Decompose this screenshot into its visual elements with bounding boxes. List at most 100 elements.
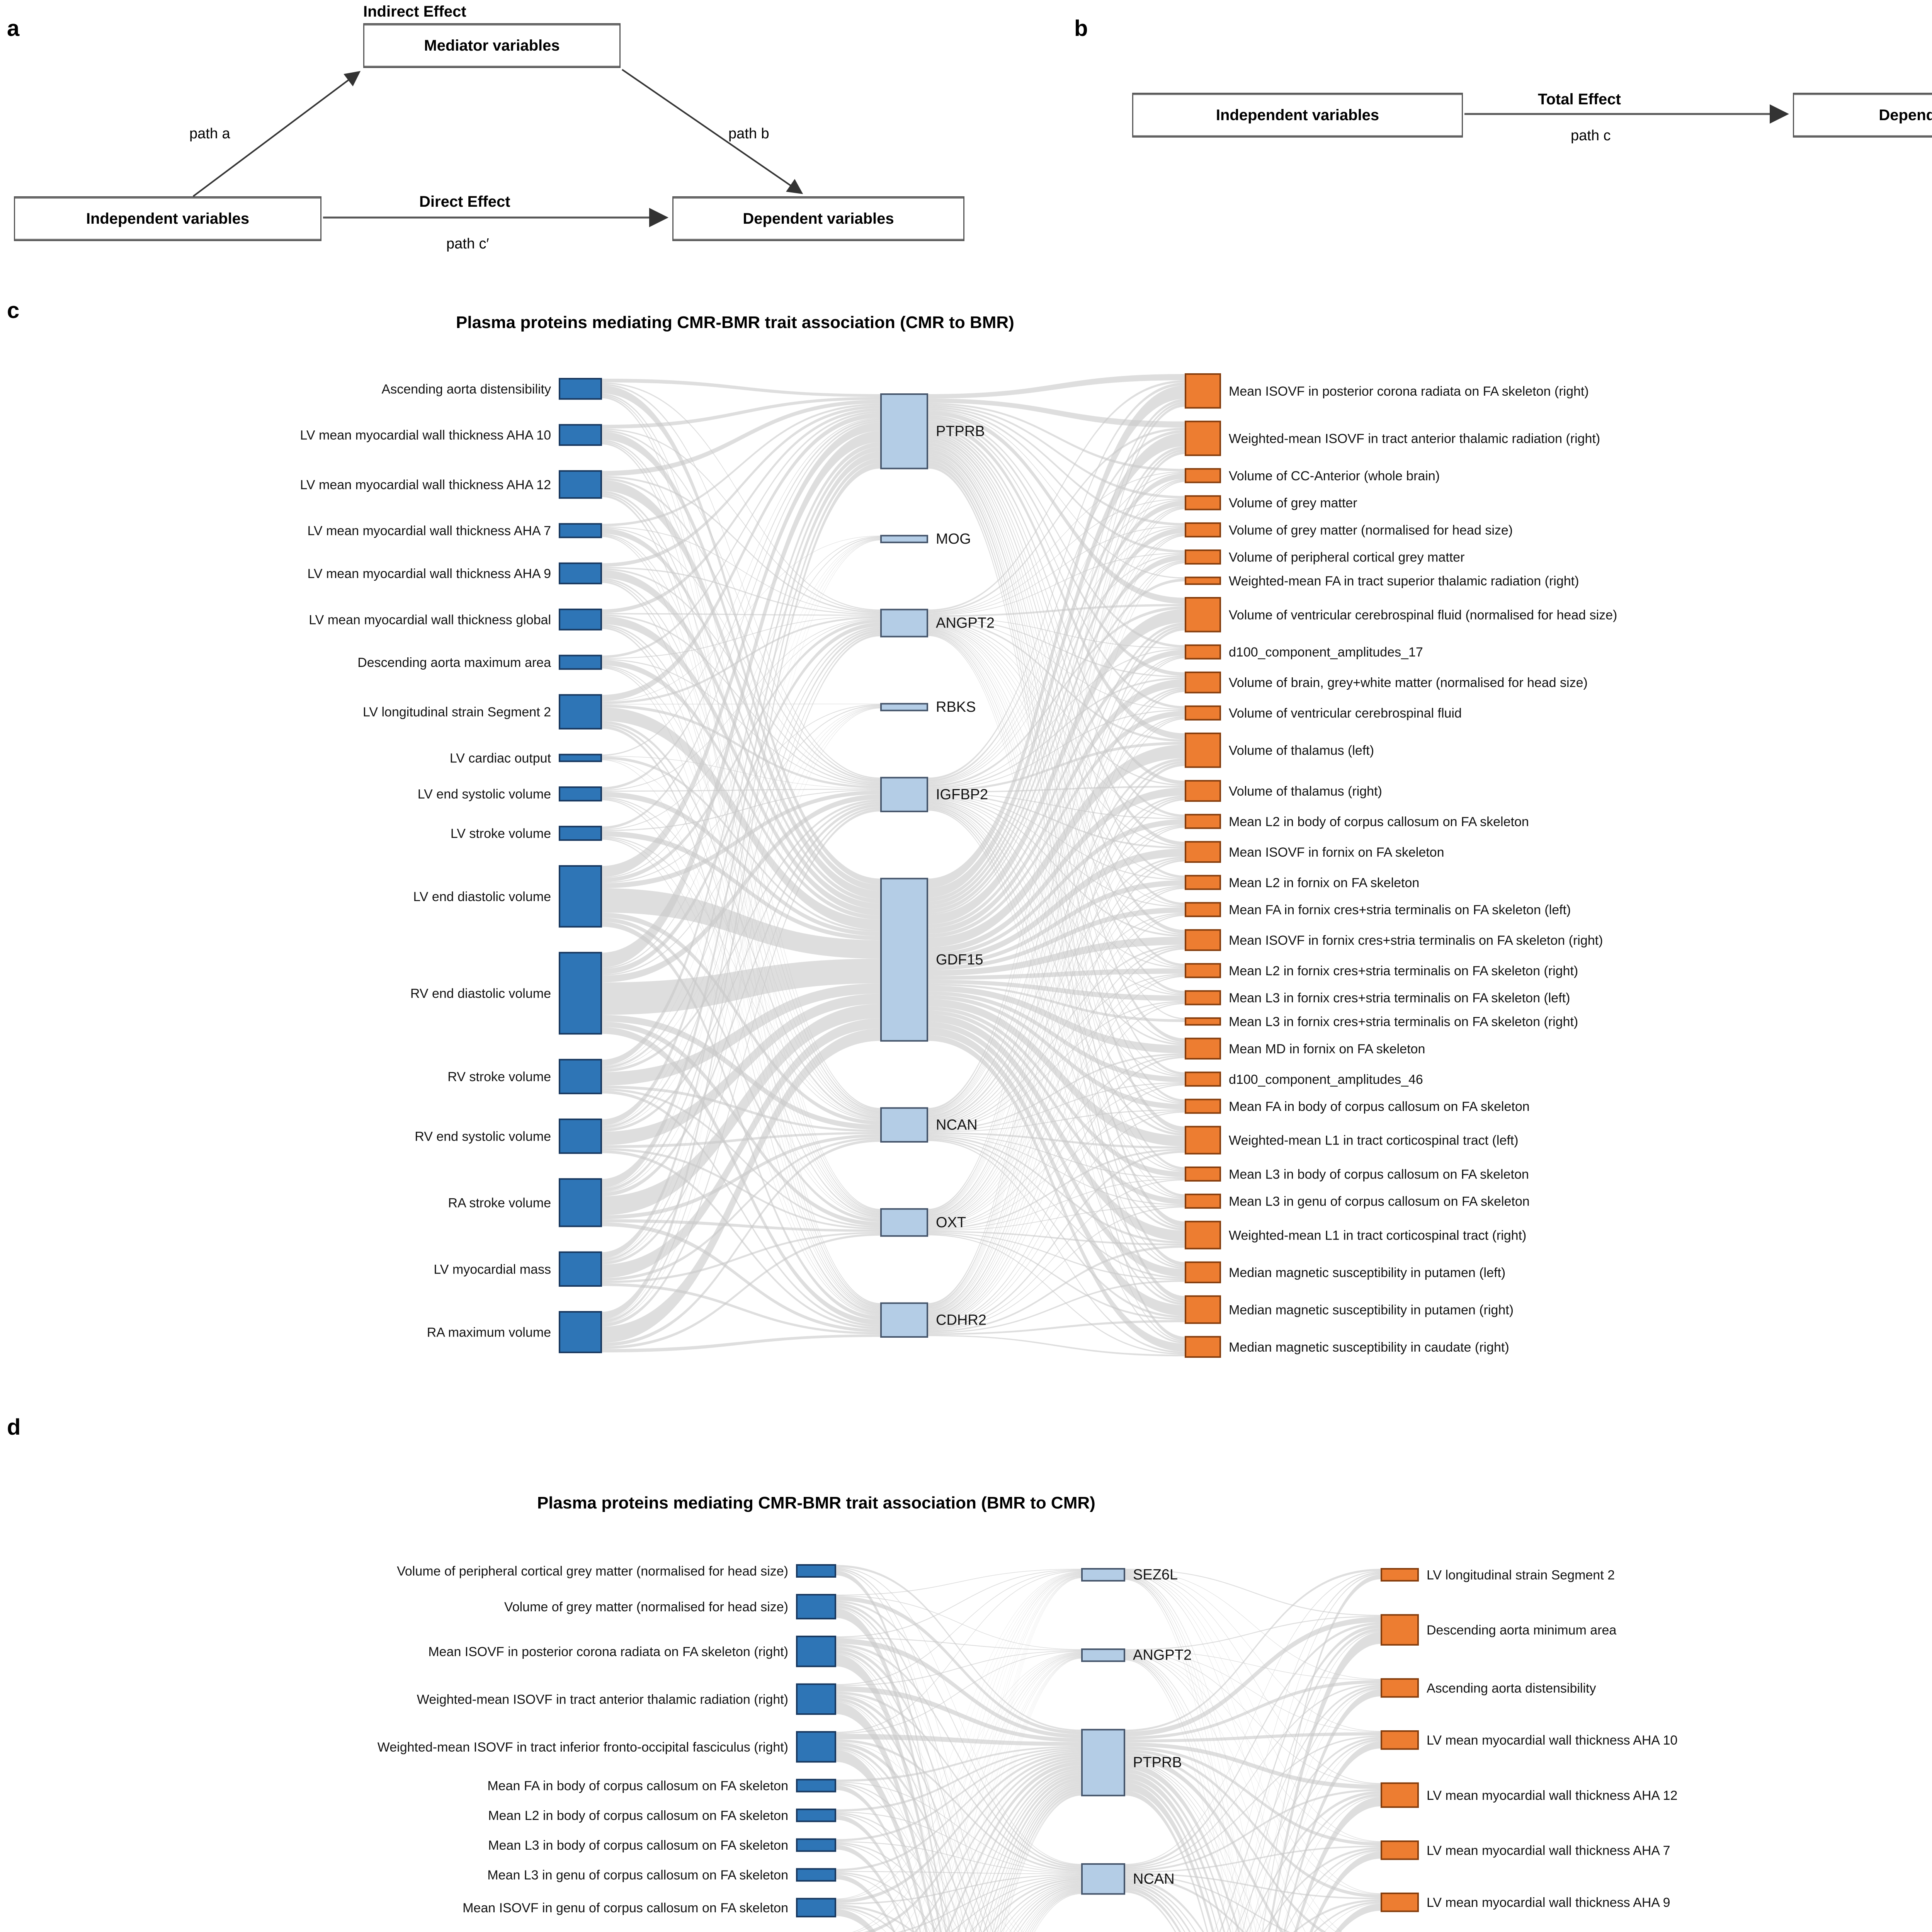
bmr-trait-node[interactable] [796, 1779, 836, 1793]
bmr-trait-node[interactable] [796, 1868, 836, 1882]
bmr-trait-node[interactable] [796, 1683, 836, 1715]
bmr-trait-node[interactable] [1185, 1099, 1221, 1114]
bmr-trait-node[interactable] [1185, 780, 1221, 802]
cmr-trait-node[interactable] [559, 952, 602, 1035]
cmr-trait-node[interactable] [559, 786, 602, 802]
cmr-trait-node[interactable] [559, 1178, 602, 1227]
cmr-trait-node[interactable] [1381, 1782, 1419, 1808]
protein-node[interactable] [1081, 1568, 1125, 1582]
protein-node-label: ANGPT2 [936, 615, 995, 631]
bmr-trait-node[interactable] [796, 1838, 836, 1852]
bmr-trait-node[interactable] [1185, 522, 1221, 537]
protein-node[interactable] [880, 777, 928, 812]
cmr-trait-node-label: LV mean myocardial wall thickness AHA 7 [1427, 1843, 1670, 1858]
cmr-trait-node[interactable] [559, 609, 602, 631]
cmr-trait-node[interactable] [559, 378, 602, 400]
bmr-trait-node-label: Mean L2 in body of corpus callosum on FA… [488, 1808, 788, 1823]
bmr-trait-node-label: Mean ISOVF in genu of corpus callosum on… [463, 1901, 788, 1915]
bmr-trait-node[interactable] [1185, 577, 1221, 585]
bmr-trait-node[interactable] [1185, 420, 1221, 456]
bmr-trait-node[interactable] [1185, 929, 1221, 951]
protein-node[interactable] [880, 1302, 928, 1338]
cmr-trait-node[interactable] [1381, 1840, 1419, 1860]
cmr-trait-node[interactable] [559, 1059, 602, 1094]
bmr-trait-node[interactable] [1185, 1166, 1221, 1182]
bmr-trait-node[interactable] [1185, 990, 1221, 1005]
panel-letter-c: c [7, 298, 20, 323]
cmr-trait-node[interactable] [559, 694, 602, 730]
bmr-trait-node[interactable] [1185, 495, 1221, 510]
panel-letter-b: b [1074, 16, 1088, 41]
bmr-trait-node[interactable] [1185, 1336, 1221, 1358]
dependent-variables-box-a: Dependent variables [672, 196, 964, 241]
bmr-trait-node[interactable] [1185, 732, 1221, 768]
bmr-trait-node[interactable] [796, 1594, 836, 1620]
bmr-trait-node[interactable] [1185, 1071, 1221, 1087]
cmr-trait-node[interactable] [559, 1311, 602, 1353]
protein-column: PTPRBMOGANGPT2RBKSIGFBP2GDF15NCANOXTCDHR… [880, 393, 995, 1338]
bmr-trait-node[interactable] [796, 1731, 836, 1763]
bmr-trait-node[interactable] [1185, 963, 1221, 978]
bmr-trait-node[interactable] [1185, 841, 1221, 863]
bmr-trait-node[interactable] [1185, 671, 1221, 694]
bmr-trait-node[interactable] [796, 1808, 836, 1822]
bmr-trait-node[interactable] [1185, 1037, 1221, 1060]
bmr-trait-node[interactable] [1185, 902, 1221, 917]
protein-node-label: RBKS [936, 699, 976, 715]
bmr-trait-node-label: Volume of grey matter (normalised for he… [504, 1600, 788, 1614]
protein-node-label: GDF15 [936, 952, 983, 968]
cmr-trait-node[interactable] [1381, 1568, 1419, 1582]
cmr-trait-node-label: LV stroke volume [451, 827, 551, 841]
protein-node[interactable] [880, 1208, 928, 1237]
total-effect-label: Total Effect [1538, 91, 1621, 108]
protein-node[interactable] [880, 609, 928, 638]
bmr-trait-node[interactable] [1185, 1017, 1221, 1026]
direct-effect-label: Direct Effect [419, 193, 510, 210]
protein-node[interactable] [880, 1107, 928, 1143]
cmr-trait-node-label: LV mean myocardial wall thickness AHA 10 [300, 428, 551, 443]
bmr-trait-node-label: Mean L3 in genu of corpus callosum on FA… [487, 1868, 788, 1883]
cmr-trait-node[interactable] [559, 865, 602, 928]
bmr-trait-node[interactable] [1185, 1261, 1221, 1284]
bmr-trait-node[interactable] [1185, 468, 1221, 483]
bmr-trait-node[interactable] [796, 1898, 836, 1918]
cmr-trait-node[interactable] [559, 1118, 602, 1154]
protein-node[interactable] [880, 703, 928, 711]
bmr-trait-node[interactable] [1185, 1221, 1221, 1250]
cmr-trait-node[interactable] [559, 523, 602, 538]
cmr-trait-node[interactable] [559, 826, 602, 841]
bmr-trait-node[interactable] [1185, 875, 1221, 890]
cmr-trait-node[interactable] [559, 753, 602, 762]
bmr-trait-node[interactable] [1185, 644, 1221, 660]
protein-node[interactable] [880, 393, 928, 469]
bmr-trait-node[interactable] [1185, 814, 1221, 829]
protein-node[interactable] [880, 878, 928, 1042]
cmr-trait-node[interactable] [1381, 1892, 1419, 1912]
cmr-trait-node[interactable] [559, 1251, 602, 1287]
cmr-trait-node[interactable] [559, 424, 602, 446]
bmr-trait-node[interactable] [1185, 705, 1221, 721]
cmr-trait-node[interactable] [1381, 1730, 1419, 1750]
cmr-trait-node[interactable] [559, 470, 602, 499]
bmr-trait-node[interactable] [1185, 1194, 1221, 1209]
protein-node-label: PTPRB [936, 423, 985, 439]
bmr-trait-node-label: Weighted-mean ISOVF in tract anterior th… [1229, 431, 1600, 446]
protein-node[interactable] [1081, 1648, 1125, 1662]
protein-node[interactable] [880, 535, 928, 543]
cmr-trait-node[interactable] [1381, 1678, 1419, 1698]
bmr-trait-node-label: Volume of ventricular cerebrospinal flui… [1229, 608, 1617, 622]
protein-node[interactable] [1081, 1729, 1125, 1796]
bmr-trait-node[interactable] [1185, 1126, 1221, 1155]
protein-node-label: NCAN [1133, 1871, 1175, 1887]
bmr-trait-node[interactable] [796, 1564, 836, 1578]
bmr-trait-node[interactable] [1185, 1295, 1221, 1324]
cmr-trait-node[interactable] [559, 562, 602, 585]
bmr-trait-node[interactable] [1185, 373, 1221, 409]
cmr-trait-node[interactable] [1381, 1614, 1419, 1646]
bmr-trait-node[interactable] [1185, 549, 1221, 565]
cmr-trait-node[interactable] [559, 655, 602, 670]
bmr-trait-node[interactable] [1185, 597, 1221, 633]
path-c-prime-label: path c′ [446, 236, 489, 252]
bmr-trait-node[interactable] [796, 1636, 836, 1667]
protein-node[interactable] [1081, 1863, 1125, 1895]
